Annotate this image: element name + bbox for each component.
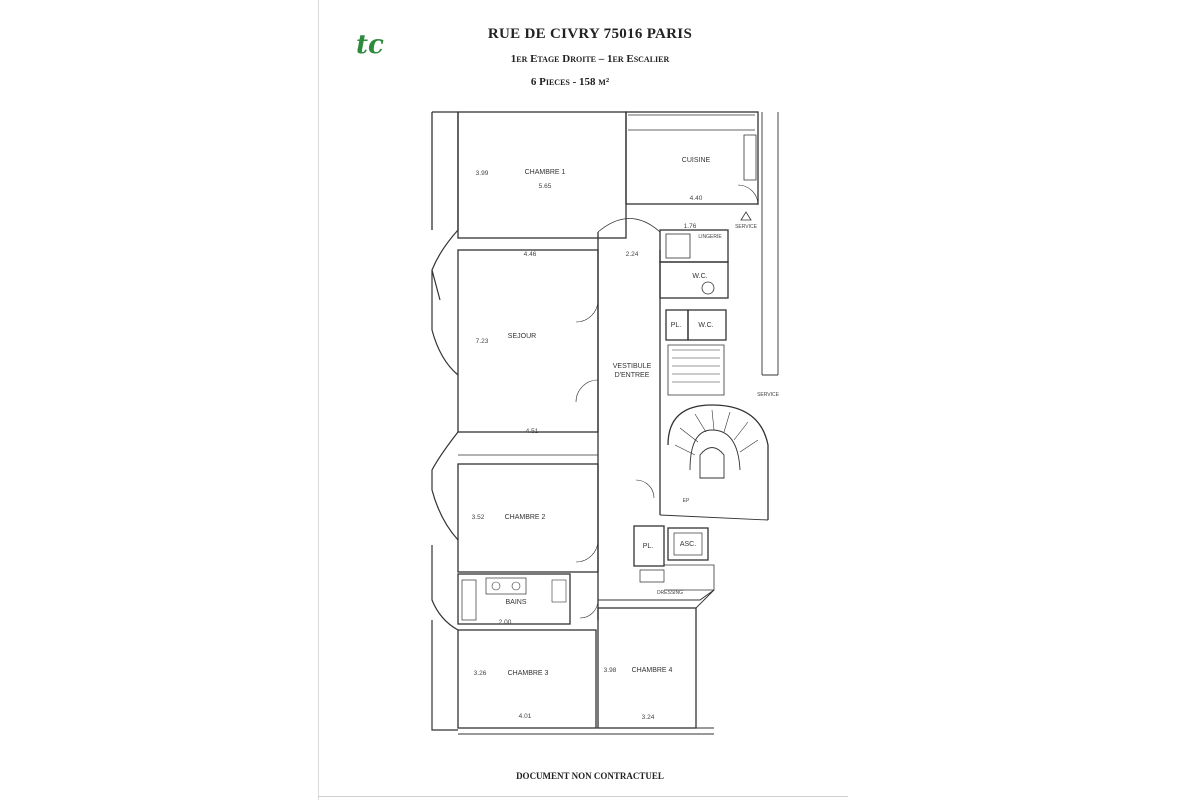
room-wc-1: W.C. [692,273,707,280]
dim-chambre4-height: 3.98 [604,667,617,674]
room-cuisine: CUISINE [682,157,711,164]
dim-sejour-width: 4.51 [526,428,539,435]
dim-cuisine-width: 4.40 [690,195,703,202]
room-chambre-4: CHAMBRE 4 [632,667,673,674]
sheet-edge [318,0,319,800]
room-wc-2: W.C. [698,322,713,329]
room-chambre-3: CHAMBRE 3 [508,670,549,677]
room-bains: BAINS [505,599,526,606]
dim-sejour-height: 7.23 [476,338,489,345]
room-chambre-2: CHAMBRE 2 [505,514,546,521]
room-ascenseur: ASC. [680,541,696,548]
service-label-1: SERVICE [735,224,758,230]
plan-subtitle: 1er Etage Droite – 1er Escalier [510,53,670,65]
room-ep: EP [683,498,690,504]
dim-cuisine-bottom: 1.76 [684,223,697,230]
room-lingerie: LINGERIE [698,234,722,240]
plan-walls [431,111,779,735]
logo-text: tc [356,30,384,60]
room-vestibule-line1: VESTIBULE [613,363,652,370]
dim-chambre1-width: 5.65 [539,183,552,190]
dim-vestibule-width: 2.24 [626,251,639,258]
room-vestibule-line2: D'ENTREE [615,372,650,379]
dim-chambre3-width: 4.01 [519,713,532,720]
dim-chambre4-width: 3.24 [642,714,655,721]
room-placard-1: PL. [671,322,682,329]
dim-chambre1-height: 3.99 [476,170,489,177]
dim-chambre2-height: 3.52 [472,514,485,521]
room-placard-2: PL. [643,543,654,550]
room-chambre-1: CHAMBRE 1 [525,169,566,176]
room-dressing: DRESSING [657,590,683,596]
dim-chambre3-height: 3.26 [474,670,487,677]
dim-chambre1-bottom: 4.46 [524,251,537,258]
document-disclaimer: DOCUMENT NON CONTRACTUEL [516,771,664,781]
sheet-bottom-edge [318,796,848,797]
dim-bains-width: 2.00 [499,619,512,626]
service-label-2: SERVICE [757,392,780,398]
plan-summary: 6 Pieces - 158 m² [530,76,610,88]
plan-title: RUE DE CIVRY 75016 PARIS [487,26,693,42]
room-sejour: SEJOUR [508,333,536,340]
tc-logo: tc [350,28,394,68]
